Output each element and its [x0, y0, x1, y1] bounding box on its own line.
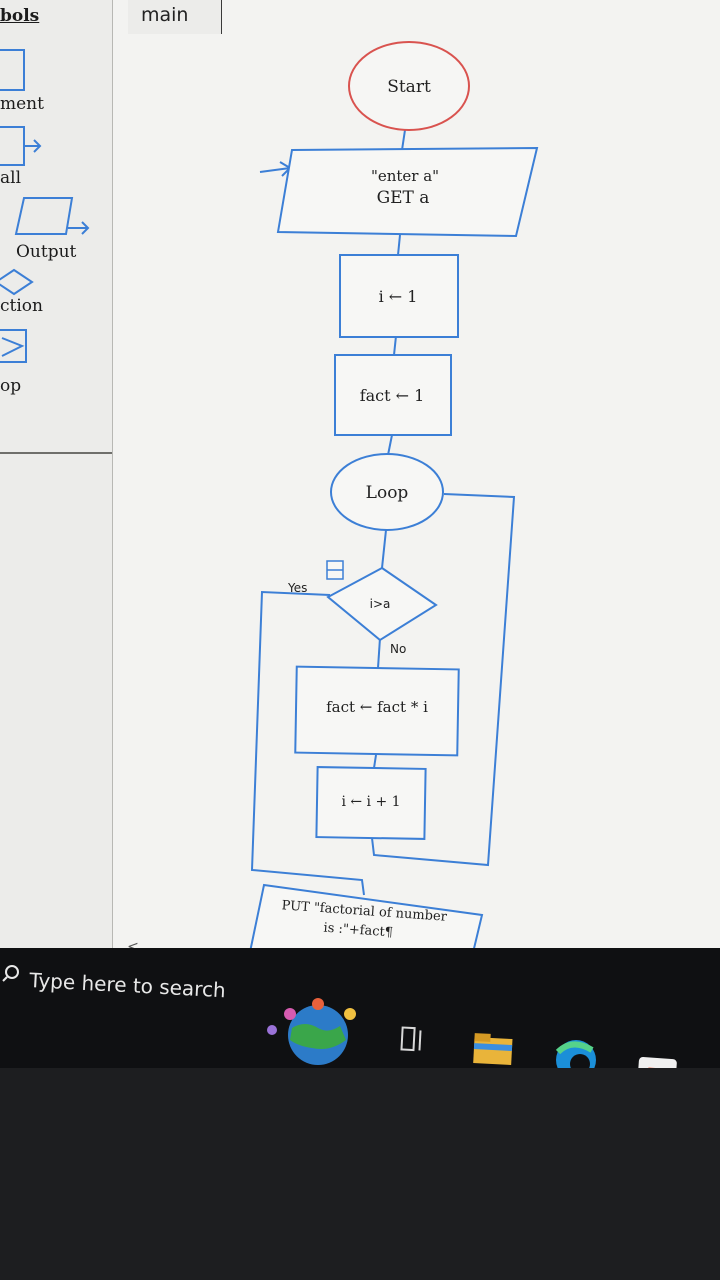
no-label: No: [390, 642, 406, 656]
monitor-bezel: [0, 1068, 720, 1280]
assign-fact-mult-text: fact ← fact * i: [326, 698, 428, 716]
yes-label: Yes: [287, 581, 307, 595]
assign-fact-text: fact ← 1: [360, 386, 425, 405]
loop-symbol-icon[interactable]: [0, 326, 40, 366]
output-symbol-icon[interactable]: [12, 192, 102, 240]
input-prompt-text: "enter a": [371, 167, 439, 185]
connector-i-fact: [393, 335, 397, 356]
start-text: Start: [387, 77, 431, 97]
connector-loop-decision: [381, 529, 387, 569]
taskbar: [0, 948, 720, 1068]
scroll-left-button[interactable]: <: [127, 939, 139, 955]
connector-start-input: [401, 129, 406, 151]
connector-fact-loop: [387, 434, 393, 456]
yes-exit-line: [250, 590, 365, 896]
assign-fact-mult-box[interactable]: [294, 665, 460, 757]
panel-divider: [0, 452, 112, 454]
start-terminal[interactable]: [348, 41, 470, 131]
symbols-header: bols: [0, 6, 40, 26]
connector-body-increment: [373, 754, 377, 769]
loop-back-line: [371, 493, 516, 867]
assignment-symbol-icon[interactable]: [0, 48, 30, 92]
output-symbol[interactable]: [248, 883, 484, 960]
increment-i-text: i ← i + 1: [341, 794, 400, 810]
output-text-line2: is :"+fact¶: [323, 921, 393, 941]
input-get-text: GET a: [377, 188, 430, 208]
increment-i-box[interactable]: [315, 766, 427, 840]
flowchart-canvas: Start "enter a" GET a i ← 1 fact ← 1 Loo…: [248, 41, 539, 960]
assign-i-box[interactable]: [339, 254, 459, 338]
tab-main[interactable]: main: [128, 0, 222, 34]
file-explorer-icon[interactable]: [473, 1033, 513, 1066]
input-arrow-icon: [259, 161, 292, 177]
loop-text: Loop: [366, 483, 409, 503]
connector-input-i: [397, 234, 401, 256]
weather-widget-icon[interactable]: [267, 998, 356, 1065]
search-icon[interactable]: [2, 962, 24, 984]
call-symbol-icon[interactable]: [0, 124, 44, 168]
selection-symbol-icon[interactable]: [0, 268, 40, 296]
collapse-toggle-icon[interactable]: [326, 560, 344, 580]
symbol-label-selection[interactable]: ction: [0, 296, 43, 316]
symbol-label-loop[interactable]: op: [0, 376, 22, 396]
symbol-label-output[interactable]: Output: [16, 242, 77, 262]
symbol-label-assignment[interactable]: ment: [0, 94, 44, 114]
input-symbol[interactable]: [276, 146, 539, 238]
decision-text: i>a: [370, 597, 391, 611]
symbols-panel: bols ment all Output ction op: [0, 0, 113, 960]
raptor-window: bols ment all Output ction op main: [0, 0, 720, 960]
symbol-label-call[interactable]: all: [0, 168, 22, 188]
assign-i-text: i ← 1: [379, 287, 418, 306]
assign-fact-box[interactable]: [334, 354, 452, 436]
task-view-icon[interactable]: [400, 1026, 422, 1052]
connector-decision-body: [377, 637, 381, 669]
decision-symbol[interactable]: [326, 566, 438, 642]
loop-symbol[interactable]: [330, 453, 444, 531]
